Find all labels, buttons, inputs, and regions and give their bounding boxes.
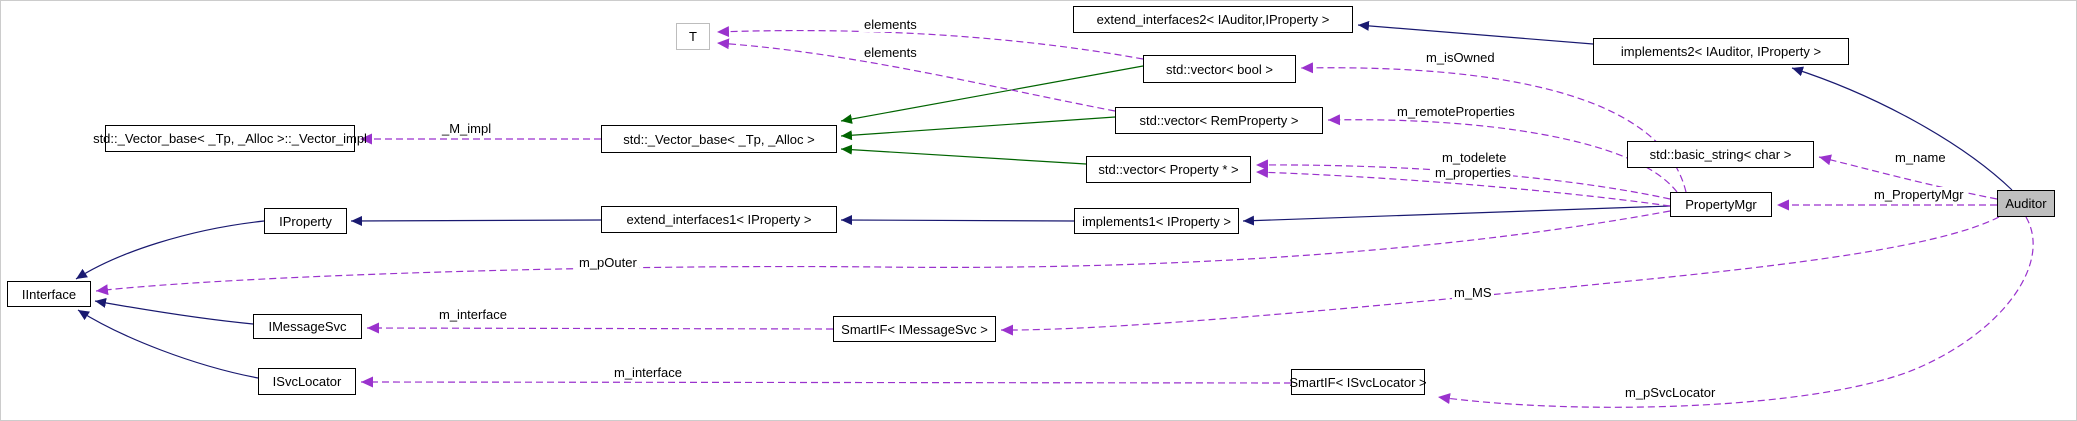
node-extend-interfaces1[interactable]: extend_interfaces1< IProperty > xyxy=(601,206,837,233)
node-vector-remproperty[interactable]: std::vector< RemProperty > xyxy=(1115,107,1323,134)
edge-label-elements-top: elements xyxy=(862,17,919,32)
edge-label-m-psvclocator: m_pSvcLocator xyxy=(1623,385,1718,400)
node-vector-property-ptr[interactable]: std::vector< Property * > xyxy=(1086,156,1251,183)
edge-elements-top xyxy=(716,26,1144,60)
node-propertymgr[interactable]: PropertyMgr xyxy=(1670,192,1772,217)
edge-label-m-interface-msg: m_interface xyxy=(437,307,509,322)
node-imessagesvc[interactable]: IMessageSvc xyxy=(253,314,362,339)
node-implements1[interactable]: implements1< IProperty > xyxy=(1074,208,1239,234)
edge-m-name xyxy=(1818,154,1998,200)
node-implements2[interactable]: implements2< IAuditor, IProperty > xyxy=(1593,38,1849,65)
node-auditor[interactable]: Auditor xyxy=(1997,190,2055,217)
node-extend-interfaces2[interactable]: extend_interfaces2< IAuditor,IProperty > xyxy=(1073,6,1353,33)
edge-label-m-todelete: m_todelete xyxy=(1440,150,1509,165)
edge-extend-interfaces1-iproperty xyxy=(350,215,602,226)
edge-auditor-implements2 xyxy=(1791,66,2013,191)
edge-implements2-extend-interfaces2 xyxy=(1357,20,1594,45)
edge-label-m-pouter: m_pOuter xyxy=(577,255,639,270)
edge-vector-bool-vector-base xyxy=(840,65,1144,124)
node-vector-impl[interactable]: std::_Vector_base< _Tp, _Alloc >::_Vecto… xyxy=(93,125,367,152)
edge-vector-property-ptr-vector-base xyxy=(840,144,1087,165)
edge-m-ms xyxy=(1000,216,2000,336)
edge-isvclocator-iinterface xyxy=(77,309,259,379)
edge-m-psvclocator xyxy=(1437,216,2034,408)
node-smartif-isvclocator[interactable]: SmartIF< ISvcLocator > xyxy=(1289,369,1427,395)
edge-label-m-properties: m_properties xyxy=(1433,165,1513,180)
edge-label-m-remoteproperties: m_remoteProperties xyxy=(1395,104,1517,119)
node-smartif-imessagesvc[interactable]: SmartIF< IMessageSvc > xyxy=(833,316,996,342)
edge-m-pouter xyxy=(95,210,1671,296)
edge-label-m-propertymgr: m_PropertyMgr xyxy=(1872,187,1966,202)
edge-vector-remproperty-vector-base xyxy=(840,116,1116,141)
node-iinterface[interactable]: IInterface xyxy=(7,281,91,307)
node-isvclocator[interactable]: ISvcLocator xyxy=(258,368,356,395)
edge-propertymgr-implements1 xyxy=(1242,205,1671,226)
node-template-param-t[interactable]: T xyxy=(676,23,710,50)
edge-m-properties xyxy=(1255,166,1671,207)
edge-label-m-isowned: m_isOwned xyxy=(1424,50,1497,65)
edge-label-m-ms: m_MS xyxy=(1452,285,1494,300)
edge-label-elements-bottom: elements xyxy=(862,45,919,60)
edge-iproperty-iinterface xyxy=(75,220,265,280)
node-basic-string[interactable]: std::basic_string< char > xyxy=(1627,141,1814,168)
edge-label-m-name: m_name xyxy=(1893,150,1948,165)
edge-elements-bottom xyxy=(716,38,1116,112)
edge-implements1-extend-interfaces1 xyxy=(840,215,1075,226)
edge-imessagesvc-iinterface xyxy=(94,298,254,325)
node-iproperty[interactable]: IProperty xyxy=(264,208,347,234)
node-vector-base[interactable]: std::_Vector_base< _Tp, _Alloc > xyxy=(601,125,837,153)
edge-m-remoteproperties xyxy=(1327,114,1678,193)
edge-label-m-interface-svc: m_interface xyxy=(612,365,684,380)
edge-m-interface-msg xyxy=(366,322,834,334)
edge-m-interface-svc xyxy=(360,376,1292,388)
edge-label-m-impl: _M_impl xyxy=(440,121,494,136)
node-vector-bool[interactable]: std::vector< bool > xyxy=(1143,55,1296,83)
